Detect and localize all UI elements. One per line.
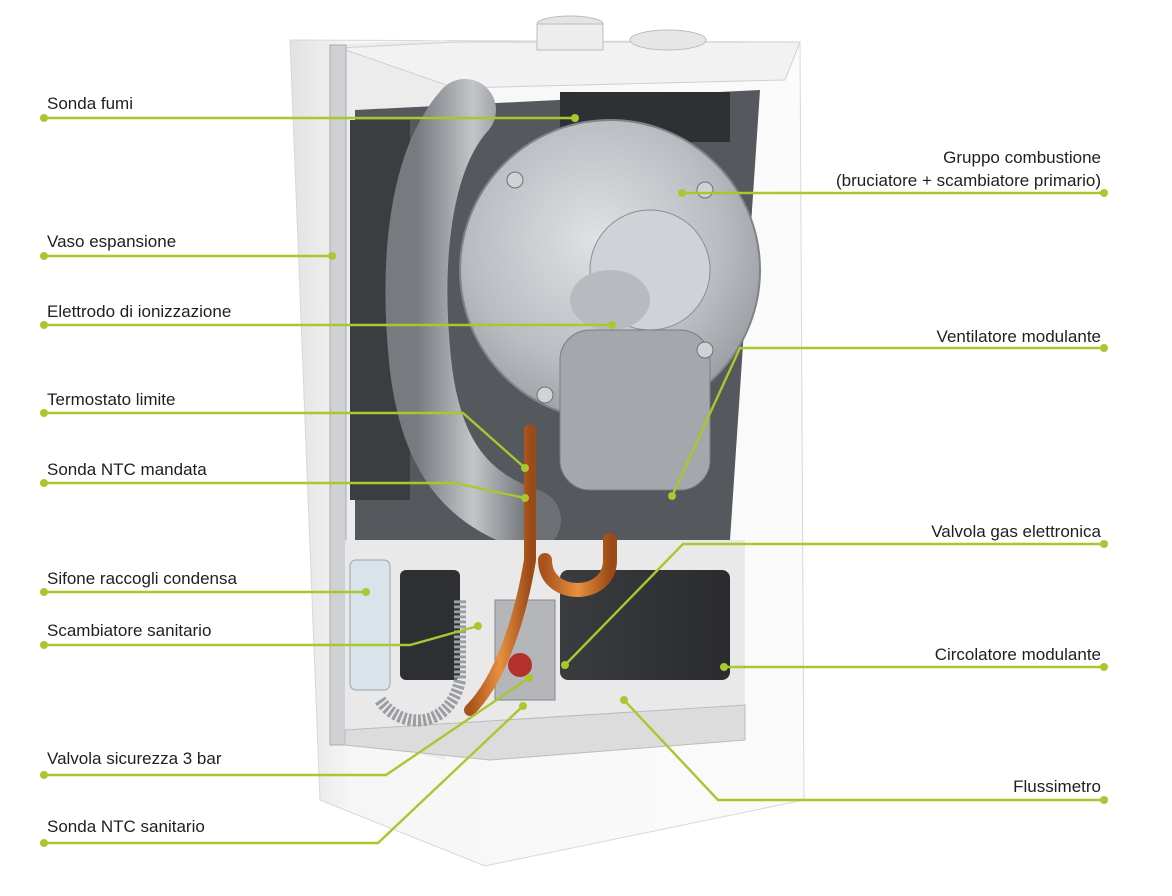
dot-gruppo-end	[678, 189, 686, 197]
dot-ntc-mandata-end	[521, 494, 529, 502]
dot-vaso-end	[328, 252, 336, 260]
dot-ventilatore-end	[668, 492, 676, 500]
dot-flussimetro-start	[1100, 796, 1108, 804]
dot-valvola-gas-end	[561, 661, 569, 669]
label-gruppo-combustione-detail: (bruciatore + scambiatore primario)	[835, 171, 1101, 190]
dot-valvola-sic-start	[40, 771, 48, 779]
dot-circolatore-start	[1100, 663, 1108, 671]
label-termostato-limite: Termostato limite	[47, 390, 176, 409]
leader-sonda-ntc-sanitario	[44, 705, 524, 845]
label-sonda-ntc-sanitario: Sonda NTC sanitario	[47, 817, 205, 836]
leader-scambiatore	[44, 624, 479, 647]
leader-valvola-gas	[564, 542, 1104, 666]
leader-termostato	[44, 411, 526, 469]
label-valvola-gas-elettronica: Valvola gas elettronica	[931, 522, 1101, 541]
dot-scambiatore-end	[474, 622, 482, 630]
label-vaso-espansione: Vaso espansione	[47, 232, 177, 251]
dot-vaso-start	[40, 252, 48, 260]
copper-pipes	[464, 380, 663, 716]
dot-circolatore-end	[720, 663, 728, 671]
flex-hose	[375, 600, 466, 727]
label-valvola-sicurezza: Valvola sicurezza 3 bar	[47, 749, 222, 768]
dot-termostato-start	[40, 409, 48, 417]
callout-lines	[44, 116, 1104, 845]
dot-gruppo-start	[1100, 189, 1108, 197]
label-elettrodo-ionizzazione: Elettrodo di ionizzazione	[47, 302, 232, 321]
label-sonda-fumi: Sonda fumi	[47, 94, 133, 113]
dot-ntc-sanitario-start	[40, 839, 48, 847]
label-circolatore-modulante: Circolatore modulante	[934, 645, 1101, 664]
label-scambiatore-sanitario: Scambiatore sanitario	[47, 621, 212, 640]
leader-flussimetro	[623, 699, 1104, 802]
leader-ventilatore	[670, 346, 1104, 497]
dot-termostato-end	[521, 464, 529, 472]
dot-sonda-fumi-start	[40, 114, 48, 122]
leader-valvola-sicurezza	[44, 677, 530, 777]
dot-ventilatore-start	[1100, 344, 1108, 352]
callout-dots	[40, 114, 1108, 847]
dot-elettrodo-start	[40, 321, 48, 329]
dot-flussimetro-end	[620, 696, 628, 704]
flue-hose	[385, 79, 561, 551]
dot-sonda-fumi-end	[571, 114, 579, 122]
dot-sifone-start	[40, 588, 48, 596]
hydraulic-block	[344, 540, 746, 761]
label-flussimetro: Flussimetro	[1013, 777, 1101, 796]
dot-elettrodo-end	[608, 321, 616, 329]
dot-scambiatore-start	[40, 641, 48, 649]
label-ventilatore-modulante: Ventilatore modulante	[936, 327, 1101, 346]
label-gruppo-combustione: Gruppo combustione	[943, 148, 1101, 167]
leader-sonda-ntc-mandata	[44, 481, 526, 500]
label-sifone-raccogli-condensa: Sifone raccogli condensa	[47, 569, 237, 588]
dot-sifone-end	[362, 588, 370, 596]
label-sonda-ntc-mandata: Sonda NTC mandata	[47, 460, 207, 479]
dot-valvola-gas-start	[1100, 540, 1108, 548]
dot-ntc-sanitario-end	[519, 702, 527, 710]
dot-ntc-mandata-start	[40, 479, 48, 487]
dot-valvola-sic-end	[525, 674, 533, 682]
